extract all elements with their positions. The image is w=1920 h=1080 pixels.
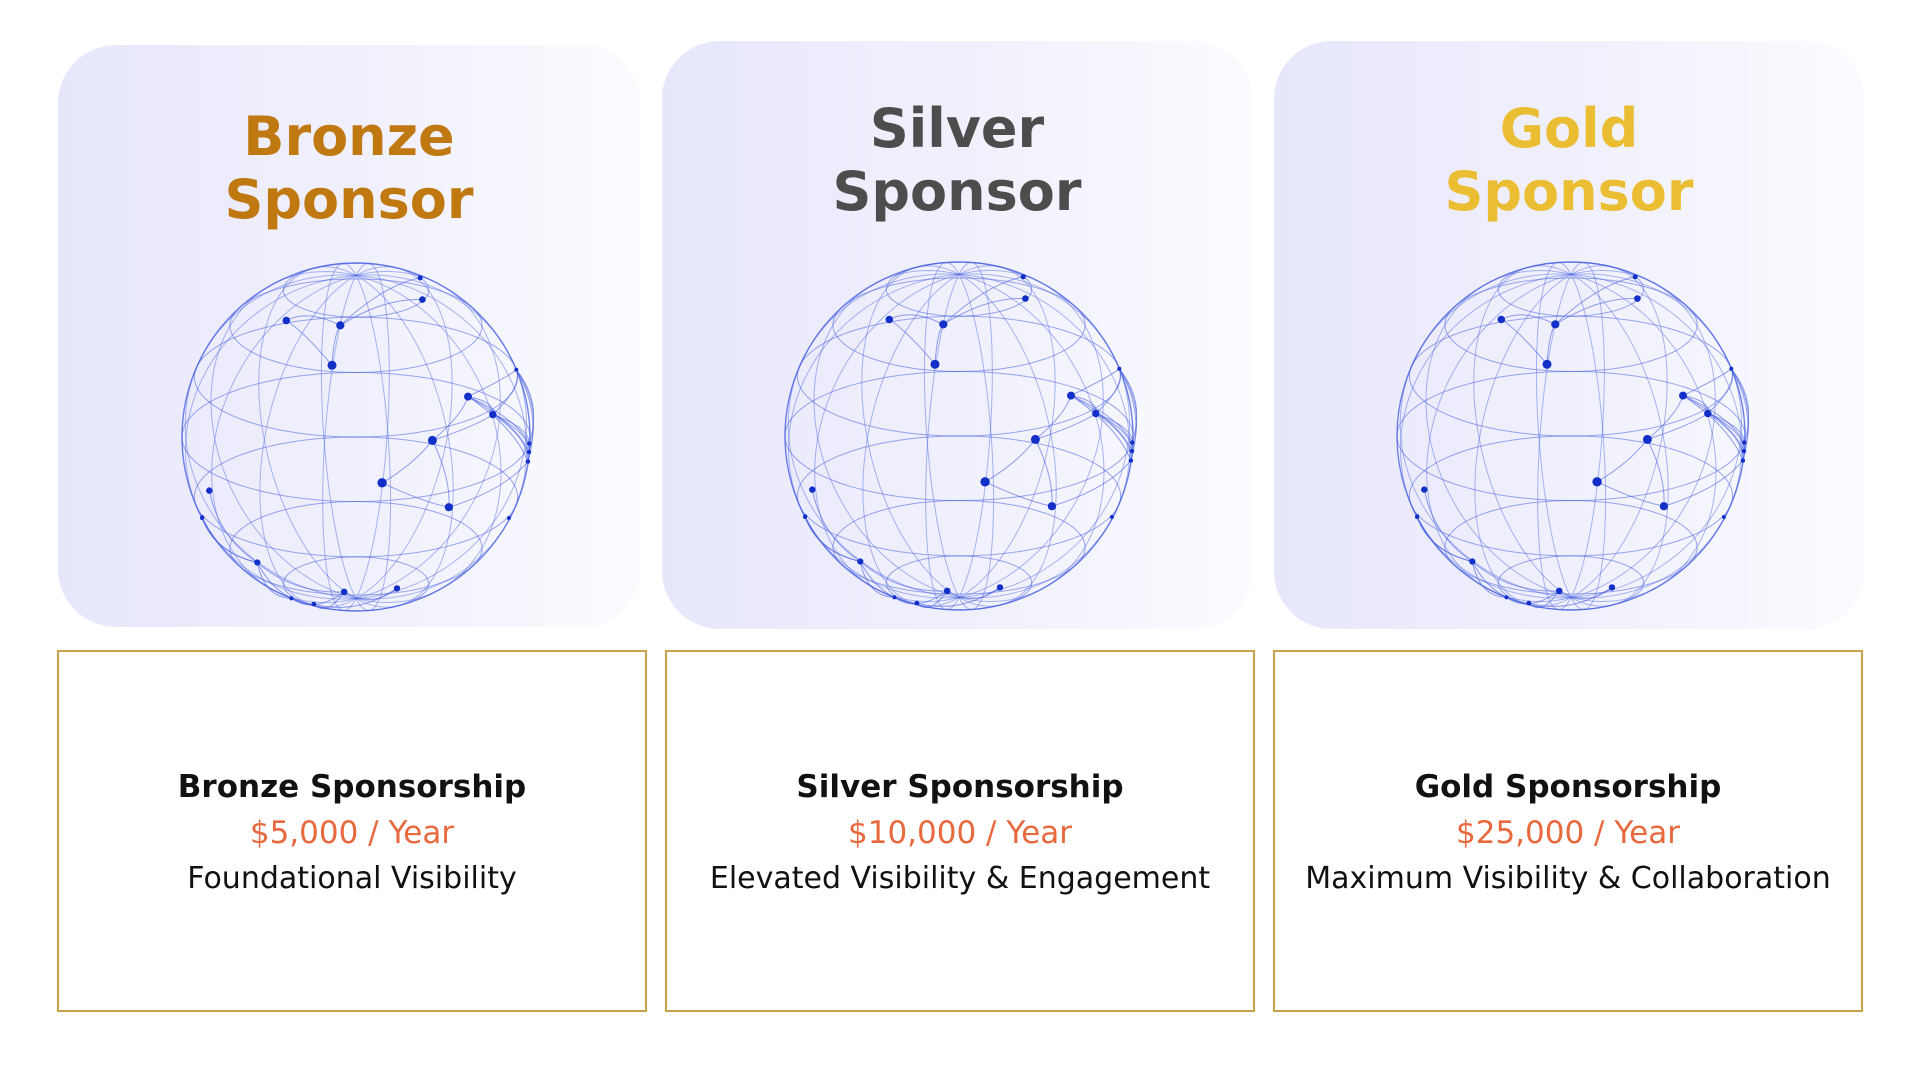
globe-node	[803, 514, 808, 519]
globe-node	[1659, 502, 1668, 511]
globe-node	[444, 503, 453, 512]
globe-node	[200, 515, 205, 520]
globe-node	[1704, 409, 1712, 418]
globe-node	[1721, 515, 1726, 519]
globe-node	[1497, 315, 1506, 324]
globe-node	[327, 360, 337, 370]
silver-hero-card: Silver Sponsor	[662, 41, 1252, 629]
gold-description: Maximum Visibility & Collaboration	[1305, 861, 1831, 896]
globe-node	[1634, 295, 1641, 302]
gold-hero-card: Gold Sponsor	[1274, 41, 1864, 629]
globe-node	[427, 435, 437, 445]
globe-node	[1740, 458, 1746, 463]
globe-node	[206, 487, 213, 494]
network-globe-icon	[181, 262, 534, 612]
globe-node	[943, 587, 951, 595]
bronze-description: Foundational Visibility	[187, 861, 517, 896]
globe-node	[526, 449, 532, 455]
gold-card-title: Gold Sponsorship	[1414, 769, 1722, 805]
globe-node	[914, 600, 920, 606]
globe-node	[289, 596, 294, 601]
silver-description: Elevated Visibility & Engagement	[709, 861, 1211, 896]
bronze-card-title: Bronze Sponsorship	[177, 769, 527, 805]
globe-node	[1526, 600, 1532, 606]
globe-node	[1679, 391, 1687, 400]
globe-node	[1117, 366, 1122, 371]
globe-node	[464, 392, 472, 401]
globe-node	[417, 275, 423, 281]
silver-hero-title: Silver Sponsor	[662, 97, 1252, 223]
globe-node	[377, 478, 387, 488]
network-globe-icon	[784, 261, 1137, 611]
globe-node	[254, 559, 261, 566]
globe-node	[1130, 440, 1135, 445]
globe-node	[1109, 515, 1114, 519]
globe-node	[939, 320, 948, 329]
globe-node	[336, 321, 345, 330]
globe-node	[1542, 359, 1552, 369]
globe-node	[1128, 458, 1134, 463]
globe-node	[857, 558, 864, 565]
globe-node	[980, 477, 990, 487]
globe-node	[1092, 409, 1100, 418]
globe-node	[809, 486, 816, 493]
silver-info-card: Silver Sponsorship $10,000 / Year Elevat…	[665, 650, 1255, 1012]
globe-node	[1555, 587, 1563, 595]
bronze-price: $5,000 / Year	[249, 815, 455, 851]
globe-node	[527, 441, 532, 446]
globe-node	[885, 315, 894, 324]
silver-card-title: Silver Sponsorship	[796, 769, 1124, 805]
globe-node	[1592, 477, 1602, 487]
globe-node	[996, 584, 1004, 591]
globe-node	[930, 359, 940, 369]
globe-node	[1022, 295, 1029, 302]
globe-node	[1608, 584, 1616, 591]
globe-node	[1729, 366, 1734, 371]
gold-hero-title-line2: Sponsor	[1444, 160, 1694, 223]
globe-node	[489, 410, 497, 419]
globe-node	[1047, 502, 1056, 511]
gold-price: $25,000 / Year	[1456, 815, 1680, 851]
globe-node	[1504, 595, 1509, 600]
globe-node	[1551, 320, 1560, 329]
bronze-hero-title-line2: Sponsor	[224, 168, 474, 231]
globe-node	[892, 595, 897, 600]
network-globe-icon	[1396, 261, 1749, 611]
globe-node	[1741, 448, 1747, 454]
globe-node	[340, 588, 348, 596]
globe-node	[1415, 514, 1420, 519]
globe-node	[419, 296, 426, 303]
globe-node	[525, 459, 531, 464]
globe-node	[311, 601, 317, 607]
globe-node	[1742, 440, 1747, 445]
globe-node	[514, 367, 519, 372]
globe-node	[1632, 274, 1638, 280]
silver-hero-title-line1: Silver	[869, 97, 1045, 160]
globe-node	[506, 516, 511, 520]
gold-hero-title: Gold Sponsor	[1274, 97, 1864, 223]
silver-price: $10,000 / Year	[848, 815, 1072, 851]
silver-hero-title-line2: Sponsor	[832, 160, 1082, 223]
gold-info-card: Gold Sponsorship $25,000 / Year Maximum …	[1273, 650, 1863, 1012]
globe-node	[1642, 434, 1652, 444]
globe-node	[1421, 486, 1428, 493]
globe-node	[1469, 558, 1476, 565]
globe-node	[1030, 434, 1040, 444]
bronze-info-card: Bronze Sponsorship $5,000 / Year Foundat…	[57, 650, 647, 1012]
globe-node	[282, 316, 291, 325]
globe-node	[1129, 448, 1135, 454]
globe-node	[1067, 391, 1075, 400]
globe-node	[393, 585, 401, 592]
globe-node	[1020, 274, 1026, 280]
bronze-hero-title-line1: Bronze	[243, 105, 455, 168]
gold-hero-title-line1: Gold	[1499, 97, 1639, 160]
bronze-hero-title: Bronze Sponsor	[58, 105, 640, 231]
bronze-hero-card: Bronze Sponsor	[58, 45, 640, 627]
